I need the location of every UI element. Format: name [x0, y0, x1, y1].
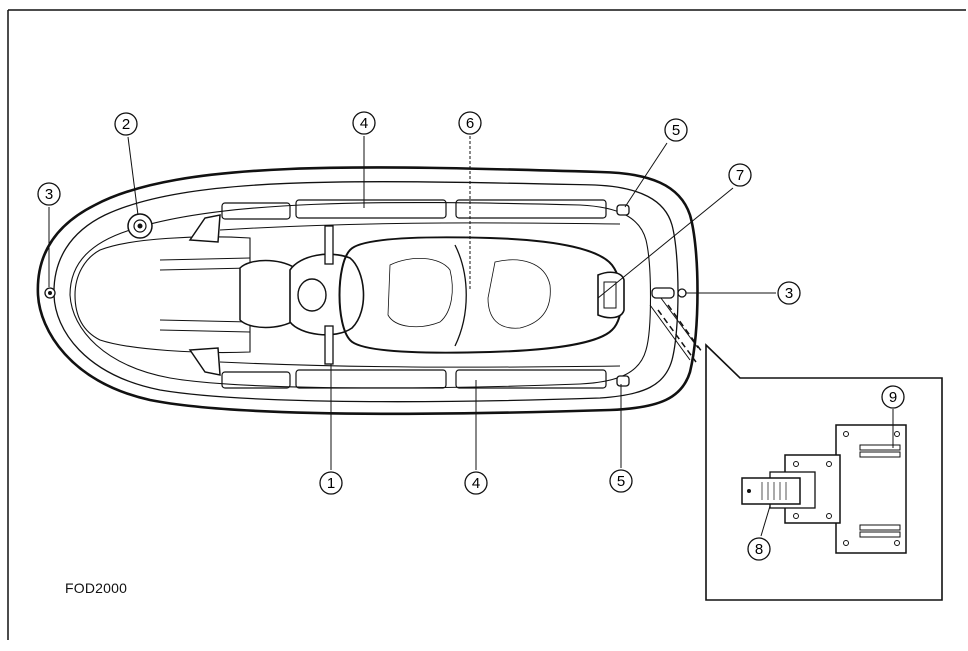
cleat-upper — [616, 204, 630, 216]
leader-8 — [760, 505, 771, 537]
pad-bottom-1 — [221, 371, 291, 389]
console — [239, 259, 296, 329]
tow-hook — [741, 477, 801, 505]
callout-5-top-label: 5 — [672, 122, 680, 139]
bracket-bolt-4 — [826, 513, 832, 519]
pad-bottom-2 — [295, 369, 447, 389]
plate-bolt-2 — [894, 431, 900, 437]
leader-7 — [597, 187, 734, 299]
cleats — [616, 204, 630, 387]
plate-slot-1 — [859, 444, 901, 451]
callout-6-label: 6 — [466, 115, 474, 132]
hull-outline — [36, 166, 699, 416]
callout-5-bottom-label: 5 — [617, 473, 625, 490]
bow-eye — [44, 287, 56, 299]
callout-6: 6 — [458, 111, 482, 135]
callout-3-bow: 3 — [37, 182, 61, 206]
mirror-lower — [188, 347, 221, 376]
grip-lower — [324, 325, 334, 365]
callout-5-top: 5 — [664, 118, 688, 142]
pad-bottom-3 — [455, 369, 607, 389]
plate-bolt-1 — [843, 431, 849, 437]
bracket-bolt-1 — [793, 461, 799, 467]
plate-slot-2 — [859, 451, 901, 458]
figure-code: FOD2000 — [65, 580, 128, 596]
callout-2: 2 — [114, 112, 138, 136]
callout-3-bow-label: 3 — [45, 186, 53, 203]
plate-slot-4 — [859, 531, 901, 538]
leader-lines — [48, 136, 894, 537]
stern-lines — [649, 289, 699, 361]
cleat-lower — [616, 375, 630, 387]
callout-2-label: 2 — [122, 116, 130, 133]
grab-handle-inner — [603, 281, 617, 309]
callout-5-bottom: 5 — [609, 469, 633, 493]
detail-inset — [657, 304, 943, 601]
fuel-cap — [127, 213, 153, 239]
callout-9: 9 — [881, 385, 905, 409]
bow-panel — [74, 236, 251, 354]
grip-upper — [324, 225, 334, 265]
bracket-bolt-3 — [793, 513, 799, 519]
inset-pointer-1 — [657, 309, 697, 363]
callout-8: 8 — [747, 537, 771, 561]
pad-top-3 — [455, 199, 607, 219]
bow-panel-ribs — [159, 257, 251, 333]
callout-4-top: 4 — [352, 111, 376, 135]
stern-eye-ring — [677, 288, 687, 298]
tow-hook-pin — [747, 489, 751, 493]
callouts: 3 2 4 6 5 7 3 1 — [37, 111, 905, 561]
rear-grab-handle — [597, 271, 625, 319]
pad-top-1 — [221, 202, 291, 220]
gunwale-line — [53, 181, 679, 403]
bracket-bolt-2 — [826, 461, 832, 467]
steering-hub — [297, 278, 327, 312]
bow-eye-center — [48, 291, 52, 295]
seat-outline — [338, 236, 623, 354]
callout-3-stern: 3 — [777, 281, 801, 305]
callout-7: 7 — [728, 163, 752, 187]
upper-gutter-line — [219, 222, 621, 231]
leader-5-top — [624, 142, 668, 208]
stern-eye-slot — [651, 287, 675, 299]
callout-9-label: 9 — [889, 389, 897, 406]
lower-gutter-line — [219, 361, 621, 368]
seat — [338, 236, 623, 354]
callout-4-bottom: 4 — [464, 471, 488, 495]
handlebar-assembly — [239, 225, 365, 365]
callout-3-stern-label: 3 — [785, 285, 793, 302]
plate-slot-3 — [859, 524, 901, 531]
seat-divider — [454, 244, 467, 347]
footrest-pads — [221, 199, 607, 389]
handlebar-pad — [289, 253, 365, 336]
mirror-upper — [188, 214, 221, 243]
fuel-cap-center — [137, 223, 143, 229]
callout-1-label: 1 — [327, 475, 335, 492]
seat-contour-front — [387, 257, 453, 328]
leader-2 — [127, 136, 139, 216]
callout-4-bottom-label: 4 — [472, 475, 480, 492]
mirrors — [188, 214, 221, 376]
pad-top-2 — [295, 199, 447, 219]
seat-contour-rear — [487, 259, 551, 329]
callout-4-top-label: 4 — [360, 115, 368, 132]
plate-bolt-3 — [843, 540, 849, 546]
plate-bolt-4 — [894, 540, 900, 546]
stern-eye — [651, 287, 687, 299]
callout-7-label: 7 — [736, 167, 744, 184]
callout-8-label: 8 — [755, 541, 763, 558]
callout-1: 1 — [319, 471, 343, 495]
